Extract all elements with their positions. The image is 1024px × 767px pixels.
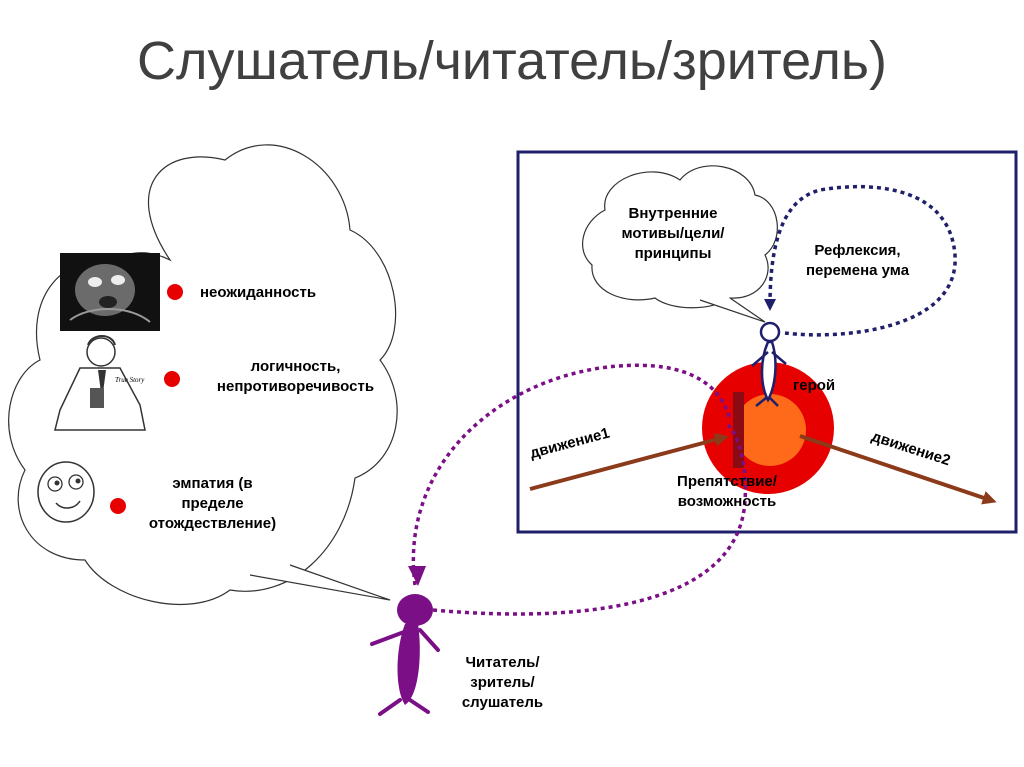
bullet-dot-surprise [167, 284, 183, 300]
reader-figure [372, 594, 438, 714]
label-empathy: эмпатия (в пределе отождествление) [130, 474, 295, 534]
label-reflection: Рефлексия, перемена ума [790, 241, 925, 281]
label-reader: Читатель/ зритель/ слушатель [440, 653, 565, 713]
true-story-caption: True Story [115, 376, 145, 384]
happy-face-meme [38, 462, 94, 522]
label-hero: герой [793, 376, 835, 396]
obstacle-inner-circle [734, 394, 806, 466]
inner-cloud-tail [700, 298, 765, 322]
hero-to-reader-arc [433, 425, 745, 614]
bullet-dot-empathy [110, 498, 126, 514]
reader-arrowhead [408, 566, 426, 586]
label-surprise: неожиданность [200, 283, 316, 303]
label-inner-motives: Внутренние мотивы/цели/ принципы [598, 204, 748, 264]
label-obstacle: Препятствие/ возможность [652, 472, 802, 512]
surprised-face-meme [60, 253, 160, 331]
bullet-dot-logic [164, 371, 180, 387]
label-logic: логичность, непротиворечивость [188, 357, 403, 397]
